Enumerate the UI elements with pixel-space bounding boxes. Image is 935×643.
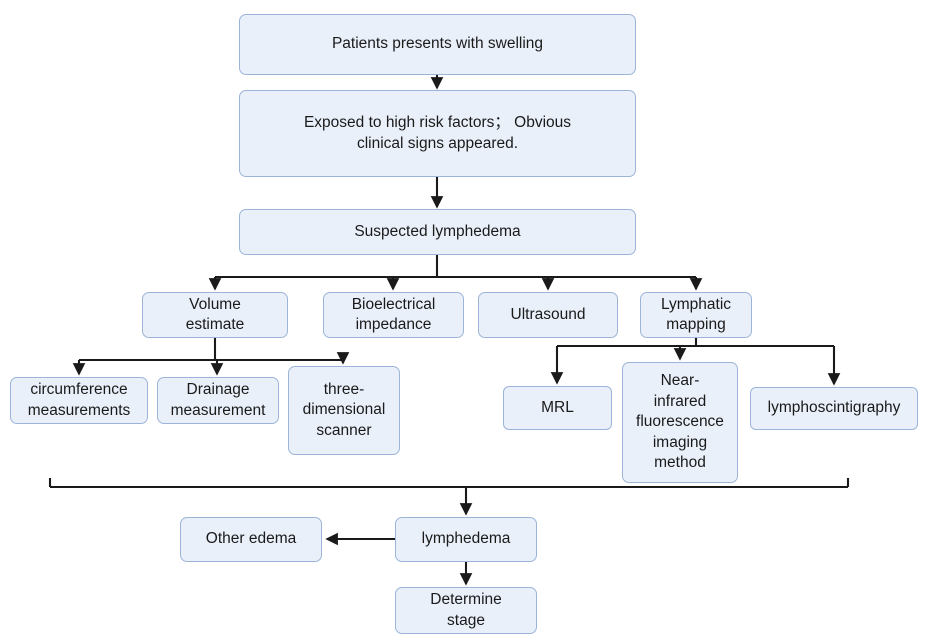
node-label: lymphedema xyxy=(421,530,511,548)
node-patients-swelling[interactable]: Patients presents with swelling xyxy=(239,14,636,75)
node-label: Exposed to high risk factors； Obvious cl… xyxy=(303,114,572,152)
node-risk-factors[interactable]: Exposed to high risk factors； Obvious cl… xyxy=(239,90,636,177)
node-label: Other edema xyxy=(205,530,297,548)
node-label: lymphoscintigraphy xyxy=(767,399,901,417)
node-near-infrared-fluorescence[interactable]: Near- infrared fluorescence imaging meth… xyxy=(622,362,738,483)
node-drainage-measurement[interactable]: Drainage measurement xyxy=(157,377,279,424)
node-volume-estimate[interactable]: Volume estimate xyxy=(142,292,288,338)
node-label: Volume estimate xyxy=(185,295,245,333)
node-bioelectrical-impedance[interactable]: Bioelectrical impedance xyxy=(323,292,464,338)
node-label: Suspected lymphedema xyxy=(354,222,521,240)
node-label: three- dimensional scanner xyxy=(302,380,386,439)
node-determine-stage[interactable]: Determine stage xyxy=(395,587,537,634)
node-label: circumference measurements xyxy=(27,381,131,419)
node-mrl[interactable]: MRL xyxy=(503,386,612,430)
node-other-edema[interactable]: Other edema xyxy=(180,517,322,562)
node-lymphatic-mapping[interactable]: Lymphatic mapping xyxy=(640,292,752,338)
node-ultrasound[interactable]: Ultrasound xyxy=(478,292,618,338)
node-label: MRL xyxy=(541,398,574,416)
node-label: Bioelectrical impedance xyxy=(351,295,436,333)
node-lymphoscintigraphy[interactable]: lymphoscintigraphy xyxy=(750,387,918,430)
node-label: Near- infrared fluorescence imaging meth… xyxy=(636,372,724,472)
node-label: Patients presents with swelling xyxy=(331,35,544,53)
node-suspected-lymphedema[interactable]: Suspected lymphedema xyxy=(239,209,636,255)
node-three-dimensional-scanner[interactable]: three- dimensional scanner xyxy=(288,366,400,455)
node-circumference-measurements[interactable]: circumference measurements xyxy=(10,377,148,424)
node-label: Lymphatic mapping xyxy=(660,295,732,333)
node-label: Ultrasound xyxy=(510,305,586,323)
node-label: Drainage measurement xyxy=(170,381,266,419)
node-lymphedema[interactable]: lymphedema xyxy=(395,517,537,562)
node-label: Determine stage xyxy=(430,591,502,629)
